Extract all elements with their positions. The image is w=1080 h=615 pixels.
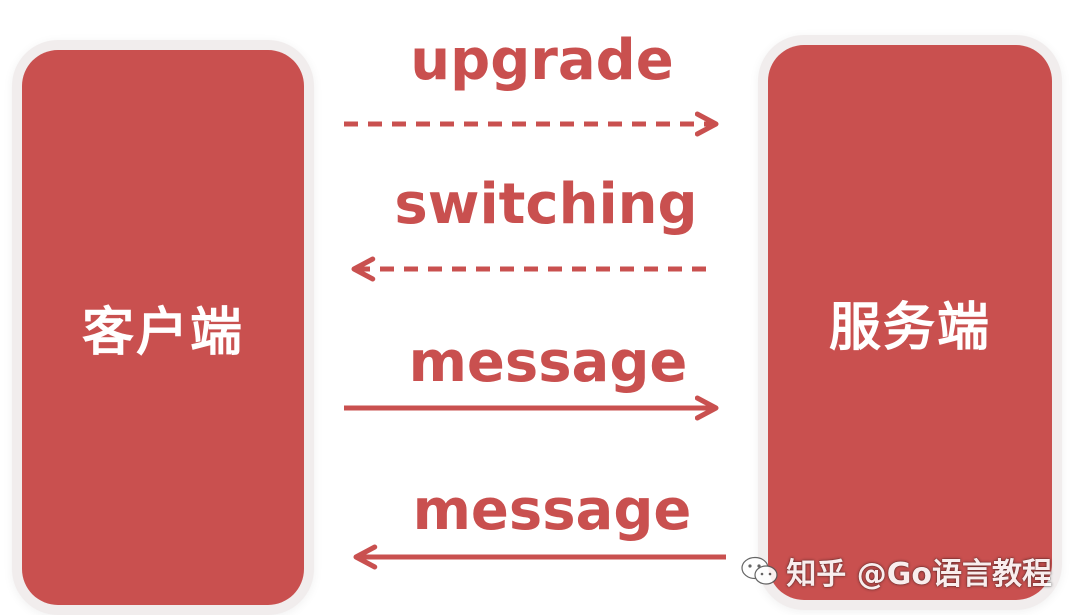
message-response-label: message	[412, 478, 692, 543]
upgrade-label: upgrade	[410, 28, 674, 93]
client-node-label: 客户端	[81, 303, 244, 363]
server-node-label: 服务端	[828, 298, 991, 358]
watermark: 知乎 @Go语言教程	[740, 549, 1052, 593]
client-node: 客户端	[22, 50, 304, 605]
wechat-icon	[741, 556, 778, 585]
server-node: 服务端	[768, 45, 1052, 600]
message-request-label: message	[408, 330, 688, 395]
watermark-text: 知乎 @Go语言教程	[786, 557, 1052, 592]
switching-label: switching	[394, 172, 698, 237]
